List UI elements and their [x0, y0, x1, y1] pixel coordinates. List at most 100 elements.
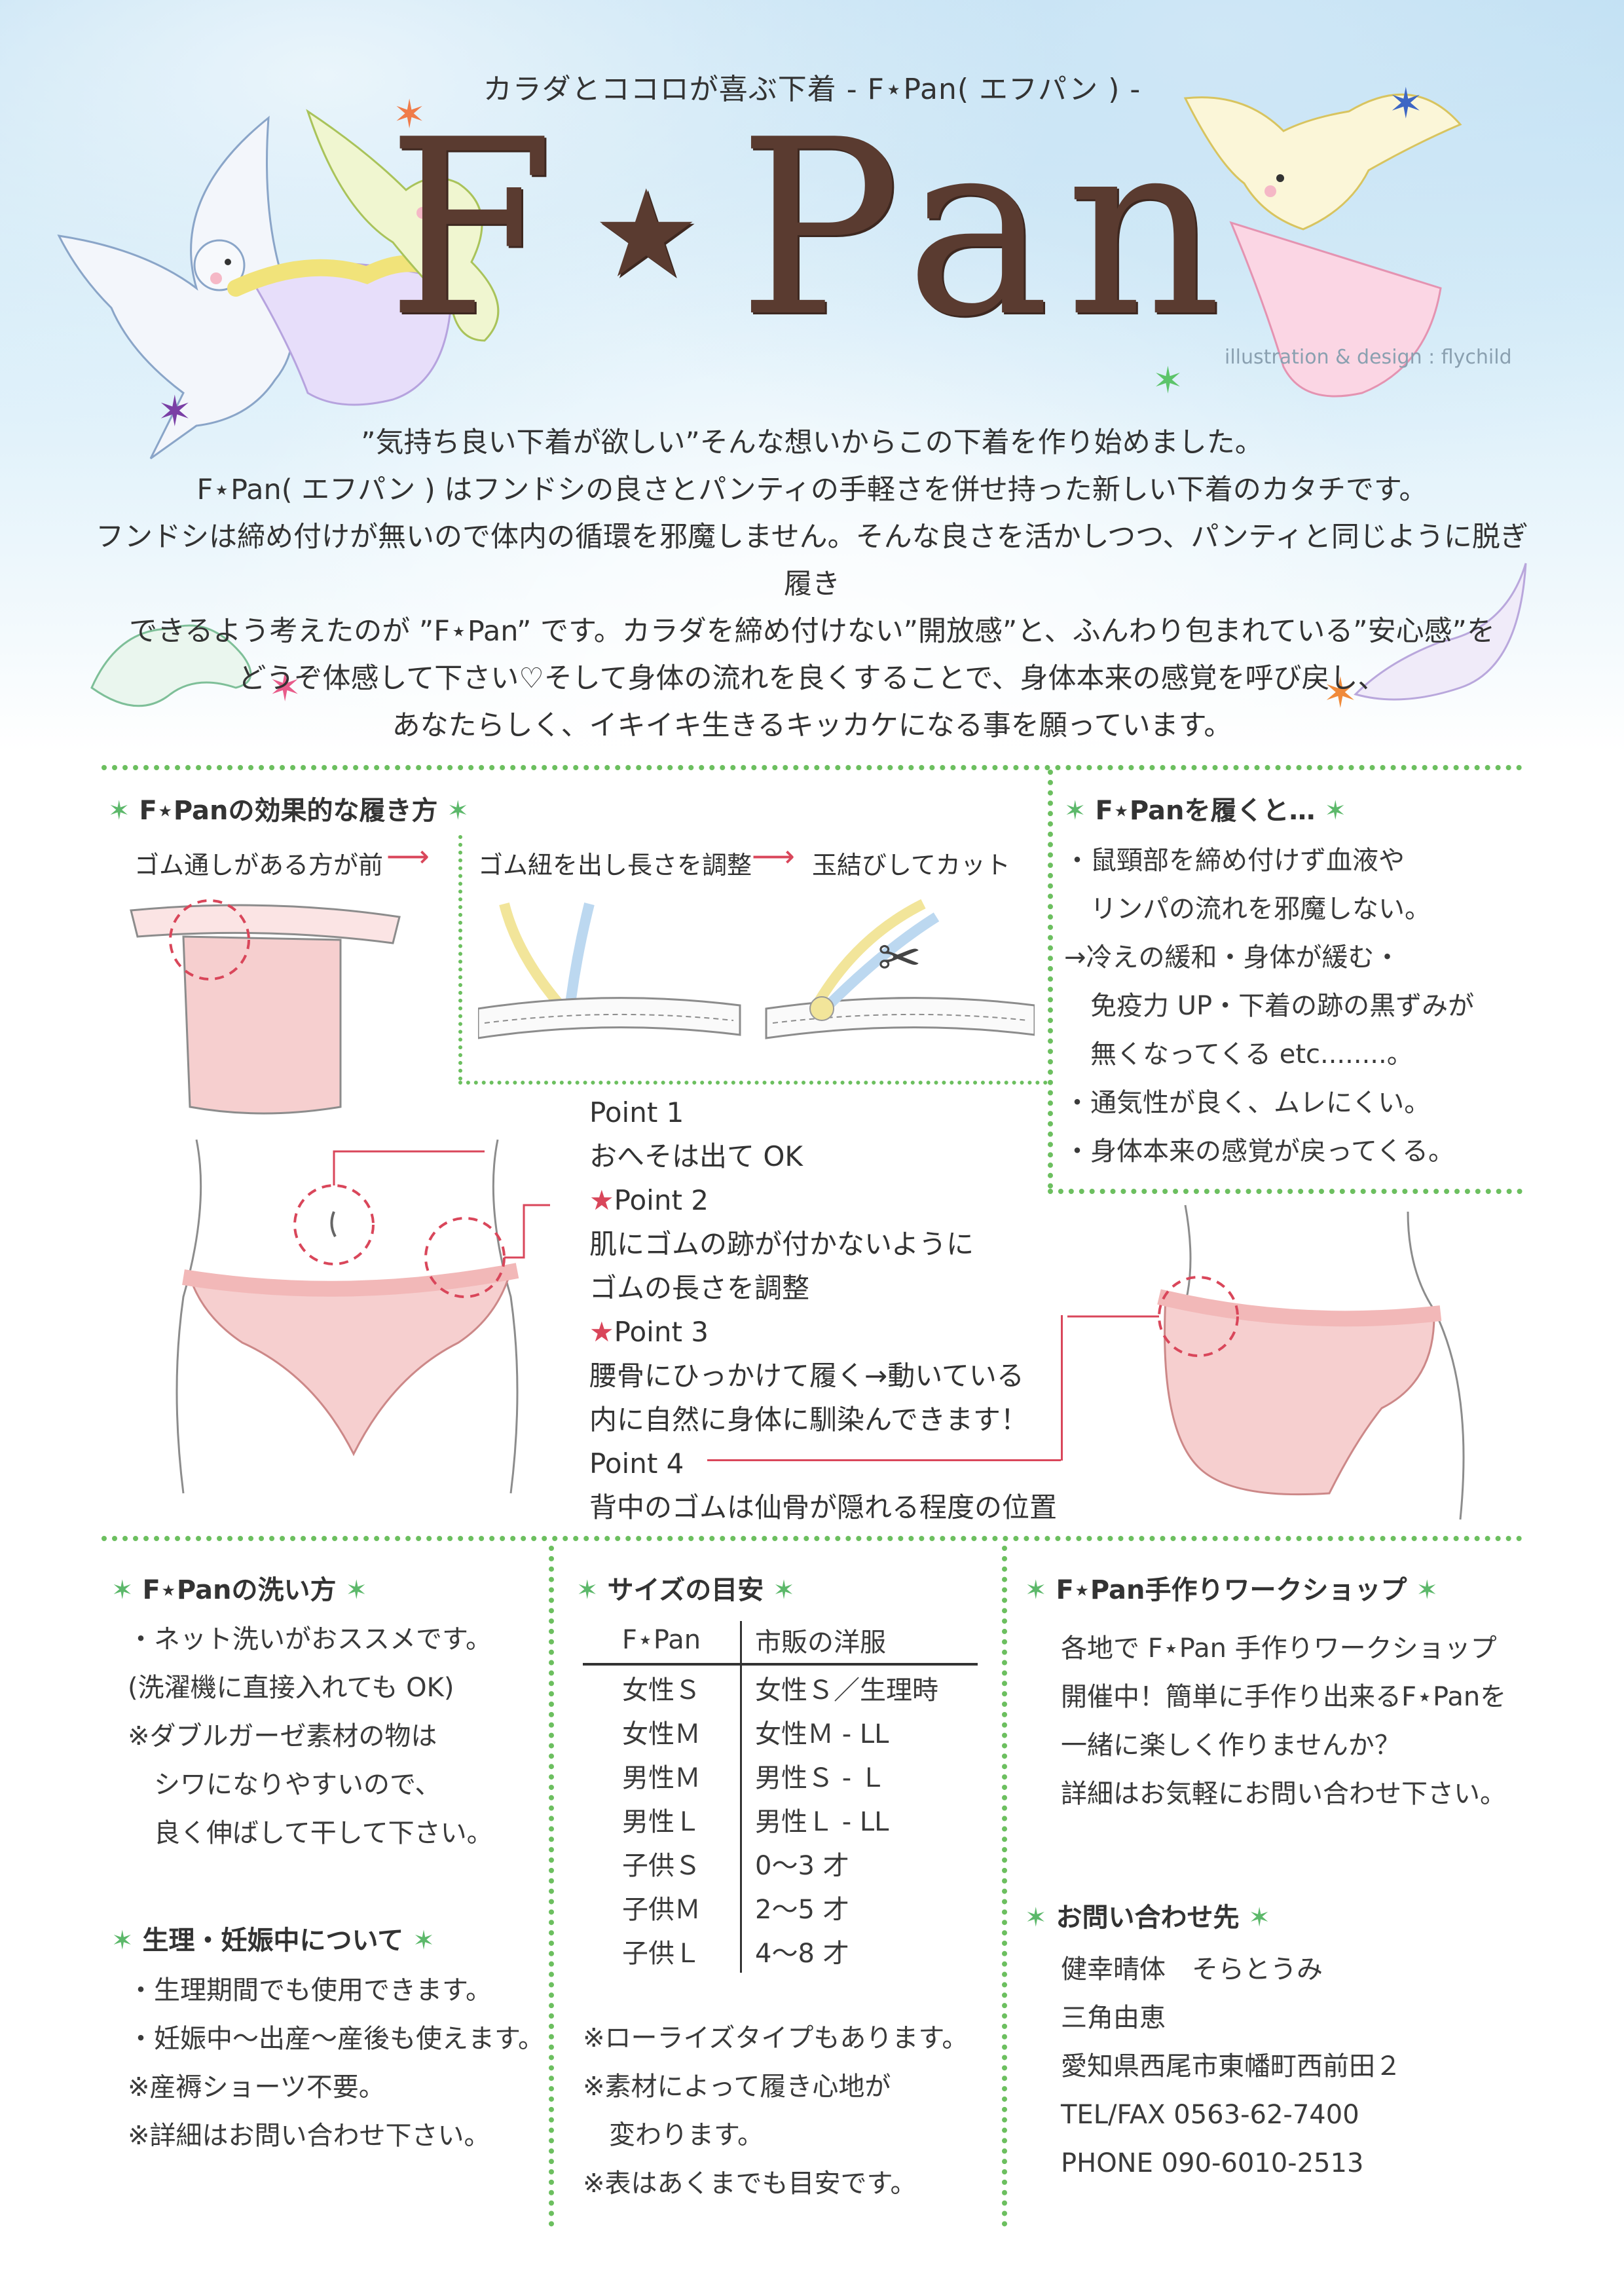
size-cell: 子供Ｌ: [583, 1929, 742, 1973]
star-marker-icon: ★: [589, 1316, 614, 1348]
column-header-retail: 市販の洋服: [741, 1621, 978, 1666]
point-3-text: 腰骨にひっかけて履く→動いている: [589, 1360, 1024, 1392]
size-cell: 4〜8 才: [755, 1938, 849, 1969]
point-2-label: Point 2: [614, 1184, 709, 1216]
point-4-leader-line: [707, 1459, 1061, 1461]
benefit-line: リンパの流れを邪魔しない。: [1064, 894, 1431, 924]
size-note: ※ローライズタイプもあります。: [583, 2023, 969, 2053]
hero-illustration: ✶ ✶ ✶ ✶ ✶ ✶: [57, 80, 1527, 718]
period-line: ・生理期間でも使用できます。: [128, 1975, 492, 2005]
star-icon: ✶: [447, 796, 469, 826]
period-list: ・生理期間でも使用できます。 ・妊娠中〜出産〜産後も使えます。 ※産褥ショーツ不…: [128, 1966, 544, 2160]
illustration-credit: illustration & design : flychild: [1225, 346, 1512, 369]
contact-section-title: ✶ お問い合わせ先 ✶: [1025, 1903, 1270, 1933]
size-cell: 男性Ｓ - Ｌ: [755, 1762, 886, 1793]
benefit-line: →冷えの緩和・身体が緩む・: [1064, 942, 1401, 973]
size-note: ※素材によって履き心地が: [583, 2072, 891, 2102]
size-cell: 男性Ｌ - LL: [755, 1806, 889, 1837]
star-icon: ✶: [1248, 1903, 1270, 1933]
star-icon: ✶: [773, 1575, 795, 1605]
divider-col-2: [1002, 1546, 1007, 2227]
scissors-icon: ✂: [877, 927, 921, 988]
adjust-cut-illustration: ✂: [478, 899, 1035, 1039]
yellow-bird-icon: [306, 109, 500, 342]
intro-line: あなたらしく、イキイキ生きるキッカケになる事を願っています。: [392, 709, 1232, 742]
point-1-label: Point 1: [589, 1096, 684, 1128]
benefit-line: ・鼠頸部を締め付けず血液や: [1064, 846, 1405, 876]
star-icon: ✶: [111, 1575, 134, 1605]
benefit-line: 無くなってくる etc........。: [1064, 1039, 1413, 1070]
wash-line: ※ダブルガーゼ素材の物は: [128, 1721, 437, 1751]
wash-section-title: ✶ F⋆Panの洗い方 ✶: [111, 1575, 367, 1605]
star-icon: ✶: [413, 1926, 435, 1956]
star-icon: ✶: [1416, 1575, 1438, 1605]
star-icon: ✶: [345, 1575, 367, 1605]
size-table-header: F⋆Pan 市販の洋服: [583, 1621, 978, 1666]
table-row: 男性Ｌ 男性Ｌ - LL: [583, 1797, 978, 1841]
svg-text:✶: ✶: [1153, 360, 1183, 402]
star-marker-icon: ★: [589, 1184, 614, 1216]
workshop-line: 一緒に楽しく作りませんか？: [1061, 1730, 1401, 1761]
arrow-right-icon: ⟶: [386, 838, 430, 874]
intro-line: ”気持ち良い下着が欲しい”そんな想いからこの下着を作り始めました。: [361, 426, 1263, 459]
wash-list: ・ネット洗いがおススメです。 (洗濯機に直接入れても OK) ※ダブルガーゼ素材…: [128, 1615, 493, 1857]
divider-benefits-bottom: [1048, 1189, 1522, 1194]
tagline: カラダとココロが喜ぶ下着 - F⋆Pan( エフパン ) -: [483, 73, 1141, 106]
period-section-title: ✶ 生理・妊娠中について ✶: [111, 1926, 435, 1956]
size-cell: 女性Ｓ／生理時: [755, 1675, 938, 1706]
table-row: 子供Ｌ 4〜8 才: [583, 1929, 978, 1973]
table-row: 子供Ｓ 0〜3 才: [583, 1841, 978, 1885]
period-line: ・妊娠中〜出産〜産後も使えます。: [128, 2024, 544, 2054]
svg-text:✶: ✶: [157, 388, 193, 436]
workshop-line: 開催中！簡単に手作り出来るF⋆Panを: [1061, 1682, 1507, 1712]
contact-tel: TEL/FAX 0563-62-7400: [1061, 2100, 1359, 2130]
benefits-list: ・鼠頸部を締め付けず血液や リンパの流れを邪魔しない。 →冷えの緩和・身体が緩む…: [1064, 836, 1474, 1176]
contact-phone: PHONE 090-6010-2513: [1061, 2148, 1364, 2178]
benefits-section-title: ✶ F⋆Panを履くと… ✶: [1064, 796, 1346, 826]
star-icon: ✶: [1025, 1575, 1047, 1605]
wash-line: シワになりやすいので、: [128, 1770, 441, 1800]
point-4-label: Point 4: [589, 1447, 684, 1480]
intro-line: F⋆Pan( エフパン ) はフンドシの良さとパンティの手軽さを併せ持った新しい…: [196, 474, 1428, 506]
divider-bottom: [101, 1536, 1522, 1541]
size-cell: 男性Ｍ: [583, 1753, 742, 1797]
size-section-title: ✶ サイズの目安 ✶: [576, 1575, 795, 1605]
brand-logo: F⋆Pan: [386, 88, 1238, 370]
column-header-fpan: F⋆Pan: [583, 1621, 742, 1666]
size-cell: 女性Ｓ: [583, 1664, 742, 1709]
workshop-text: 各地で F⋆Pan 手作りワークショップ 開催中！簡単に手作り出来るF⋆Panを…: [1061, 1624, 1506, 1818]
size-cell: 女性Ｍ - LL: [755, 1719, 889, 1749]
front-label: ゴム通しがある方が前: [134, 851, 384, 880]
point-2-text: 肌にゴムの跡が付かないように: [589, 1228, 974, 1260]
contact-info: 健幸晴体 そらとうみ 三角由恵 愛知県西尾市東幡町西前田２ TEL/FAX 05…: [1061, 1945, 1401, 2188]
size-notes: ※ローライズタイプもあります。 ※素材によって履き心地が 変わります。 ※表はあ…: [583, 2014, 968, 2208]
size-cell: 男性Ｌ: [583, 1797, 742, 1841]
point-list: Point 1 おへそは出て OK ★Point 2 肌にゴムの跡が付かないよう…: [589, 1090, 1057, 1529]
adjust-label: ゴム紐を出し長さを調整: [478, 851, 752, 880]
divider-benefits-left: [1048, 770, 1053, 1189]
intro-line: どうぞ体感して下さい♡そして身体の流れを良くすることで、身体本来の感覚を呼び戻し…: [238, 662, 1386, 695]
table-row: 男性Ｍ 男性Ｓ - Ｌ: [583, 1753, 978, 1797]
contact-name: 健幸晴体 そらとうみ: [1061, 1954, 1323, 1985]
benefit-line: 免疫力 UP・下着の跡の黒ずみが: [1064, 991, 1475, 1021]
star-icon: ✶: [1025, 1903, 1047, 1933]
point-3-label: Point 3: [614, 1316, 709, 1348]
intro-text: ”気持ち良い下着が欲しい”そんな想いからこの下着を作り始めました。 F⋆Pan(…: [92, 419, 1532, 749]
dove-right-icon: [1183, 93, 1462, 398]
svg-text:✶: ✶: [1388, 80, 1424, 128]
svg-text:✶: ✶: [1323, 669, 1358, 718]
size-cell: 0〜3 才: [755, 1850, 849, 1881]
intro-line: フンドシは締め付けが無いので体内の循環を邪魔しません。そんな良さを活かしつつ、パ…: [96, 521, 1528, 601]
arrow-right-icon: ⟶: [752, 838, 795, 874]
point-4-text: 背中のゴムは仙骨が隠れる程度の位置: [589, 1491, 1058, 1523]
table-row: 女性Ｓ 女性Ｓ／生理時: [583, 1664, 978, 1709]
period-line: ※詳細はお問い合わせ下さい。: [128, 2121, 490, 2151]
divider-col-1: [549, 1546, 554, 2227]
workshop-line: 各地で F⋆Pan 手作りワークショップ: [1061, 1633, 1497, 1664]
benefit-line: ・身体本来の感覚が戻ってくる。: [1064, 1136, 1454, 1166]
size-cell: 子供Ｓ: [583, 1841, 742, 1885]
workshop-section-title: ✶ F⋆Pan手作りワークショップ ✶: [1025, 1575, 1438, 1605]
